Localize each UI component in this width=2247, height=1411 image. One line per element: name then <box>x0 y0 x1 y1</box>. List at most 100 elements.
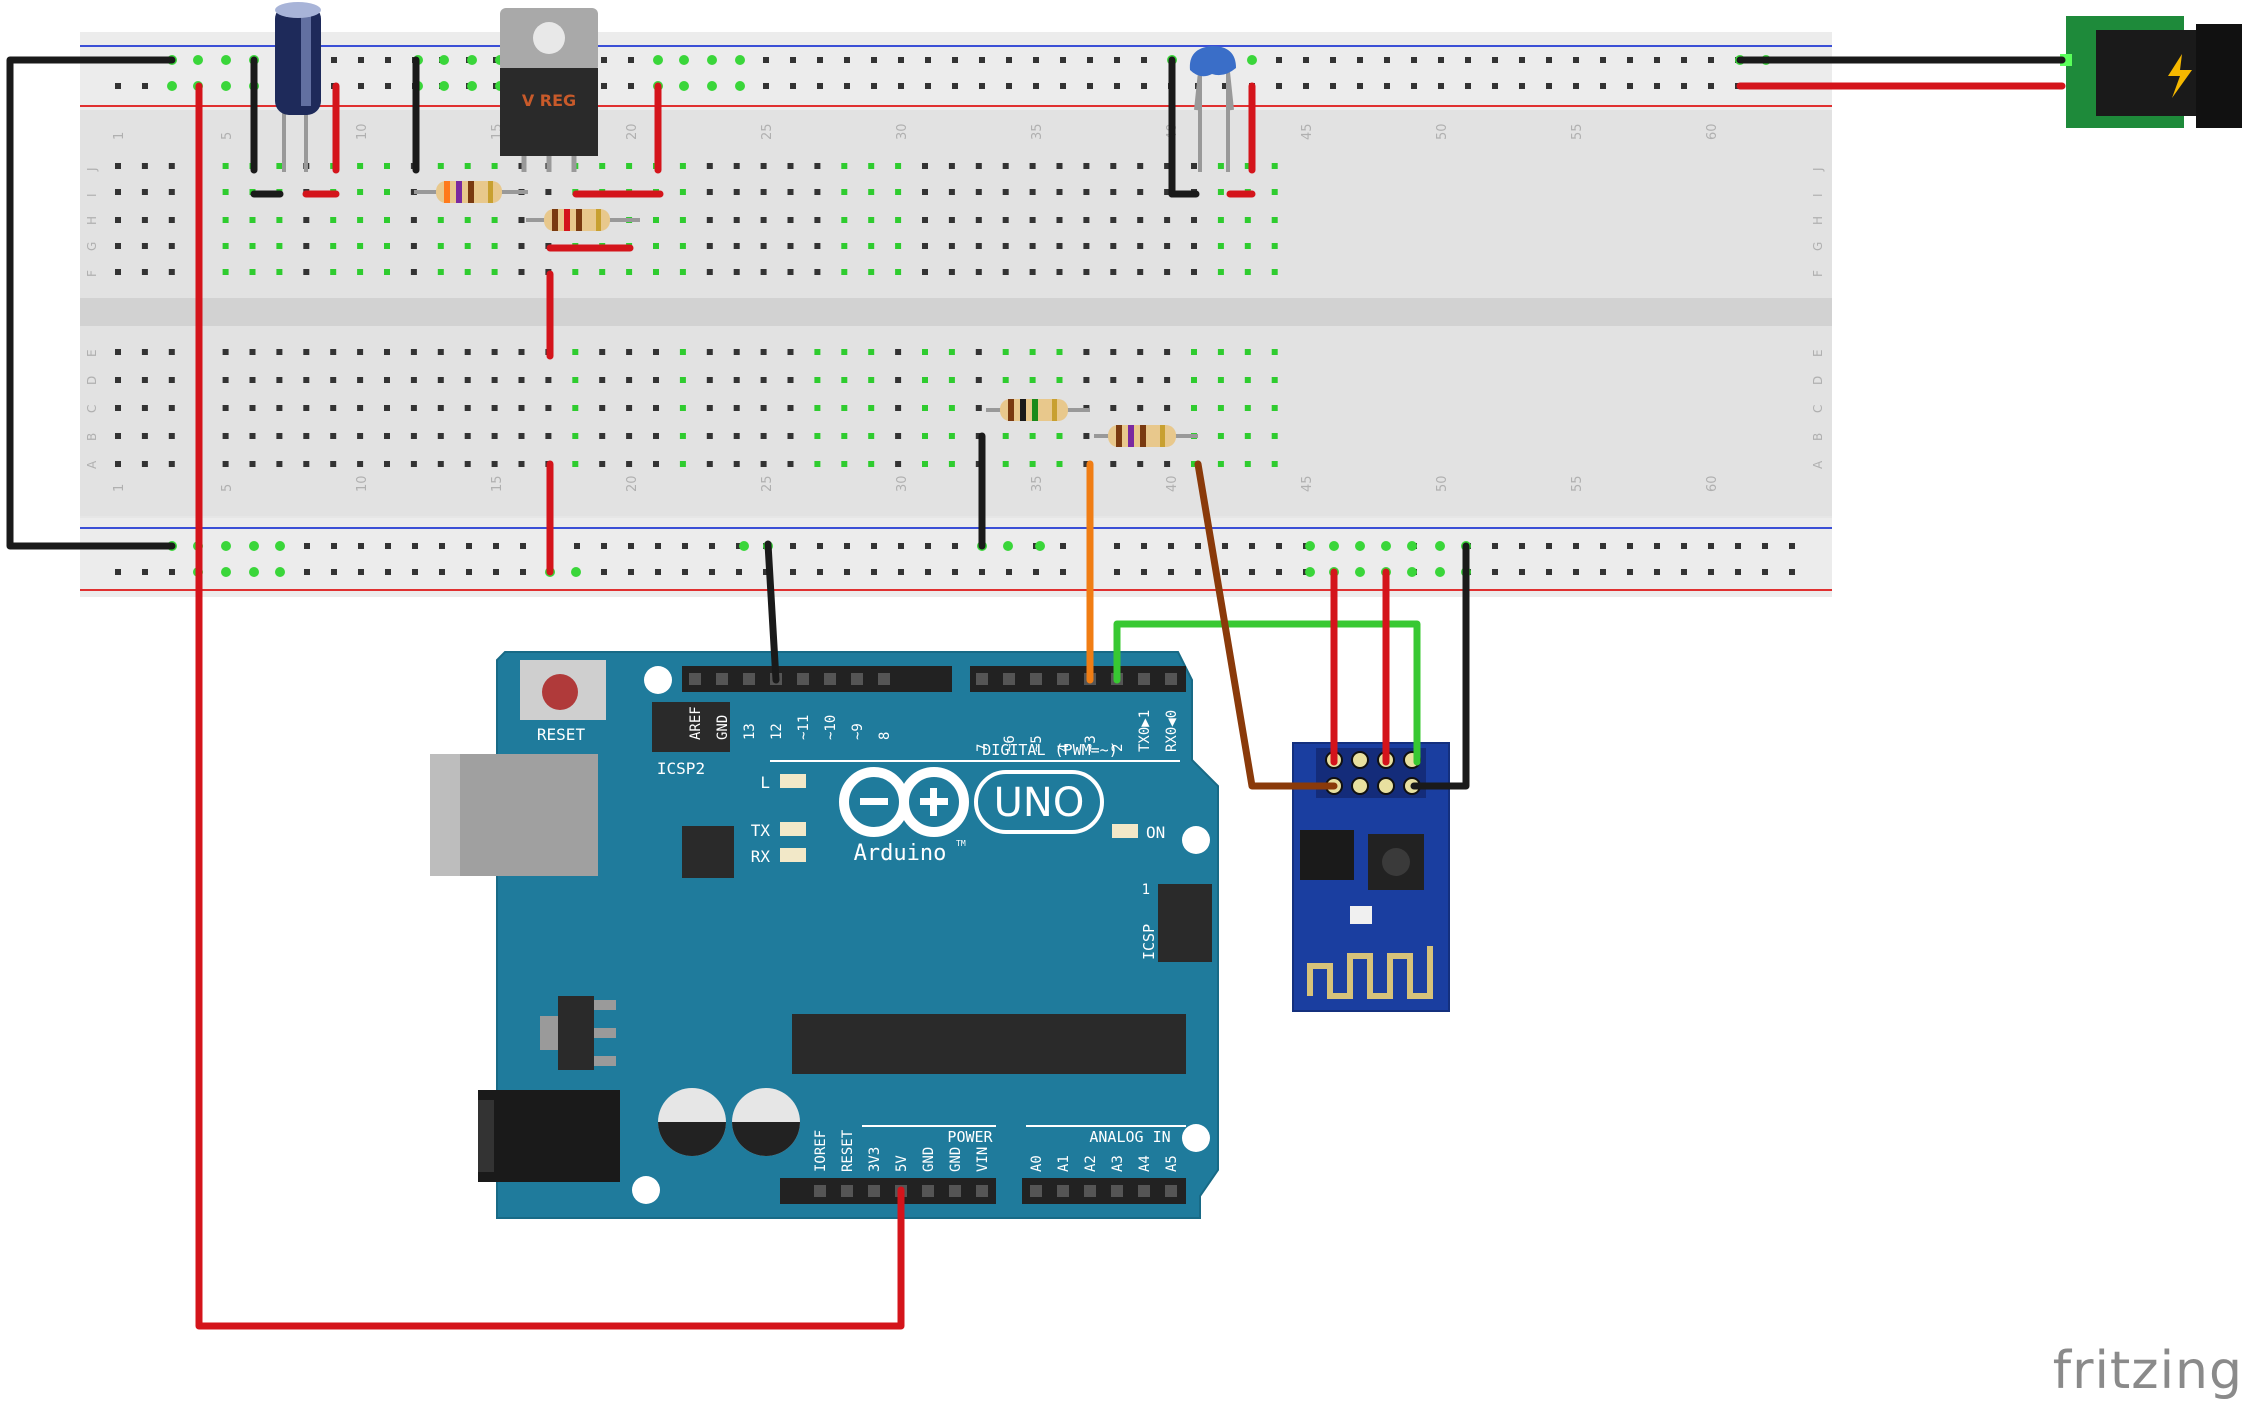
hole <box>384 349 390 355</box>
analog-pin-label: A0 <box>1029 1155 1045 1172</box>
header-pin <box>1138 673 1150 685</box>
hole <box>357 433 364 439</box>
hole <box>814 189 821 195</box>
hole <box>679 269 686 275</box>
rail-hole-active <box>221 541 231 551</box>
power-pin-label: 3V3 <box>867 1147 883 1172</box>
rail-hole <box>898 57 904 63</box>
rail-hole <box>1654 57 1660 63</box>
digital-pin-label: ~5 <box>1029 735 1045 752</box>
hole <box>572 461 579 467</box>
hole <box>1271 163 1278 169</box>
rail-hole <box>1600 543 1606 549</box>
hole <box>922 349 928 355</box>
regulator-label: V REG <box>522 91 576 110</box>
hole <box>1056 433 1063 439</box>
hole <box>733 433 740 439</box>
hole <box>1083 163 1090 169</box>
rail-hole <box>709 569 715 575</box>
hole <box>303 461 310 467</box>
hole <box>410 243 417 249</box>
rail-hole-active <box>1407 567 1417 577</box>
hole <box>222 163 229 169</box>
rail-hole <box>898 569 904 575</box>
hole <box>222 217 229 223</box>
hole <box>1083 189 1090 195</box>
hole <box>141 461 148 467</box>
hole <box>1029 377 1036 383</box>
hole <box>249 217 256 223</box>
rail-hole <box>1222 543 1228 549</box>
rail-hole <box>952 83 958 89</box>
column-number: 25 <box>760 475 775 492</box>
hole <box>464 163 471 169</box>
rail-hole <box>1411 57 1417 63</box>
hole <box>1110 405 1117 411</box>
hole <box>303 217 310 223</box>
hole <box>653 349 659 355</box>
rail-hole-active <box>275 541 285 551</box>
column-number: 25 <box>760 123 775 140</box>
wire-esp-rx <box>1194 460 1338 790</box>
hole <box>599 405 606 411</box>
hole <box>1217 405 1224 411</box>
hole <box>975 349 982 355</box>
hole <box>518 269 525 275</box>
led-tx-label: TX <box>751 821 771 840</box>
hole <box>1002 349 1009 355</box>
rail-hole <box>1546 83 1552 89</box>
rail-hole-active <box>439 55 449 65</box>
rail-hole <box>1654 543 1660 549</box>
hole <box>787 377 794 383</box>
digital-pin-label: 7 <box>975 744 991 752</box>
rail-hole-active <box>1247 55 1257 65</box>
rail-hole <box>1681 543 1687 549</box>
hole <box>1029 461 1036 467</box>
hole <box>922 269 928 275</box>
header-pin <box>841 1185 853 1197</box>
rail-hole <box>1465 57 1471 63</box>
hole <box>168 217 175 223</box>
power-label: POWER <box>947 1128 993 1146</box>
rail-hole <box>142 569 148 575</box>
hole <box>410 349 417 355</box>
hole <box>895 461 902 467</box>
bottom-power-rail <box>80 518 1832 597</box>
hole <box>948 433 955 439</box>
rail-hole <box>952 543 958 549</box>
analog-header <box>1022 1178 1186 1204</box>
hole <box>895 269 902 275</box>
hole <box>679 349 686 355</box>
rail-hole <box>844 569 850 575</box>
hole <box>249 243 256 249</box>
hole <box>384 377 390 383</box>
hole <box>733 217 740 223</box>
hole <box>787 217 794 223</box>
hole <box>464 269 471 275</box>
hole <box>1137 405 1144 411</box>
hole <box>437 433 444 439</box>
hole <box>1002 461 1009 467</box>
hole <box>115 433 121 439</box>
header-pin <box>949 1185 961 1197</box>
hole <box>599 377 606 383</box>
hole <box>599 269 606 275</box>
row-letter: I <box>1811 193 1825 197</box>
rail-hole <box>1519 569 1525 575</box>
hole <box>141 349 148 355</box>
column-number: 20 <box>625 123 640 140</box>
hole <box>948 269 955 275</box>
rail-hole <box>1465 83 1471 89</box>
power-pin-label: RESET <box>840 1129 856 1172</box>
rail-hole <box>682 569 688 575</box>
hole <box>653 405 659 411</box>
hole <box>491 433 498 439</box>
hole <box>1110 269 1117 275</box>
hole <box>276 163 283 169</box>
hole <box>249 349 256 355</box>
hole <box>249 405 256 411</box>
hole <box>141 377 148 383</box>
hole <box>249 433 256 439</box>
hole <box>437 243 444 249</box>
analog-pin-label: A2 <box>1083 1155 1099 1172</box>
